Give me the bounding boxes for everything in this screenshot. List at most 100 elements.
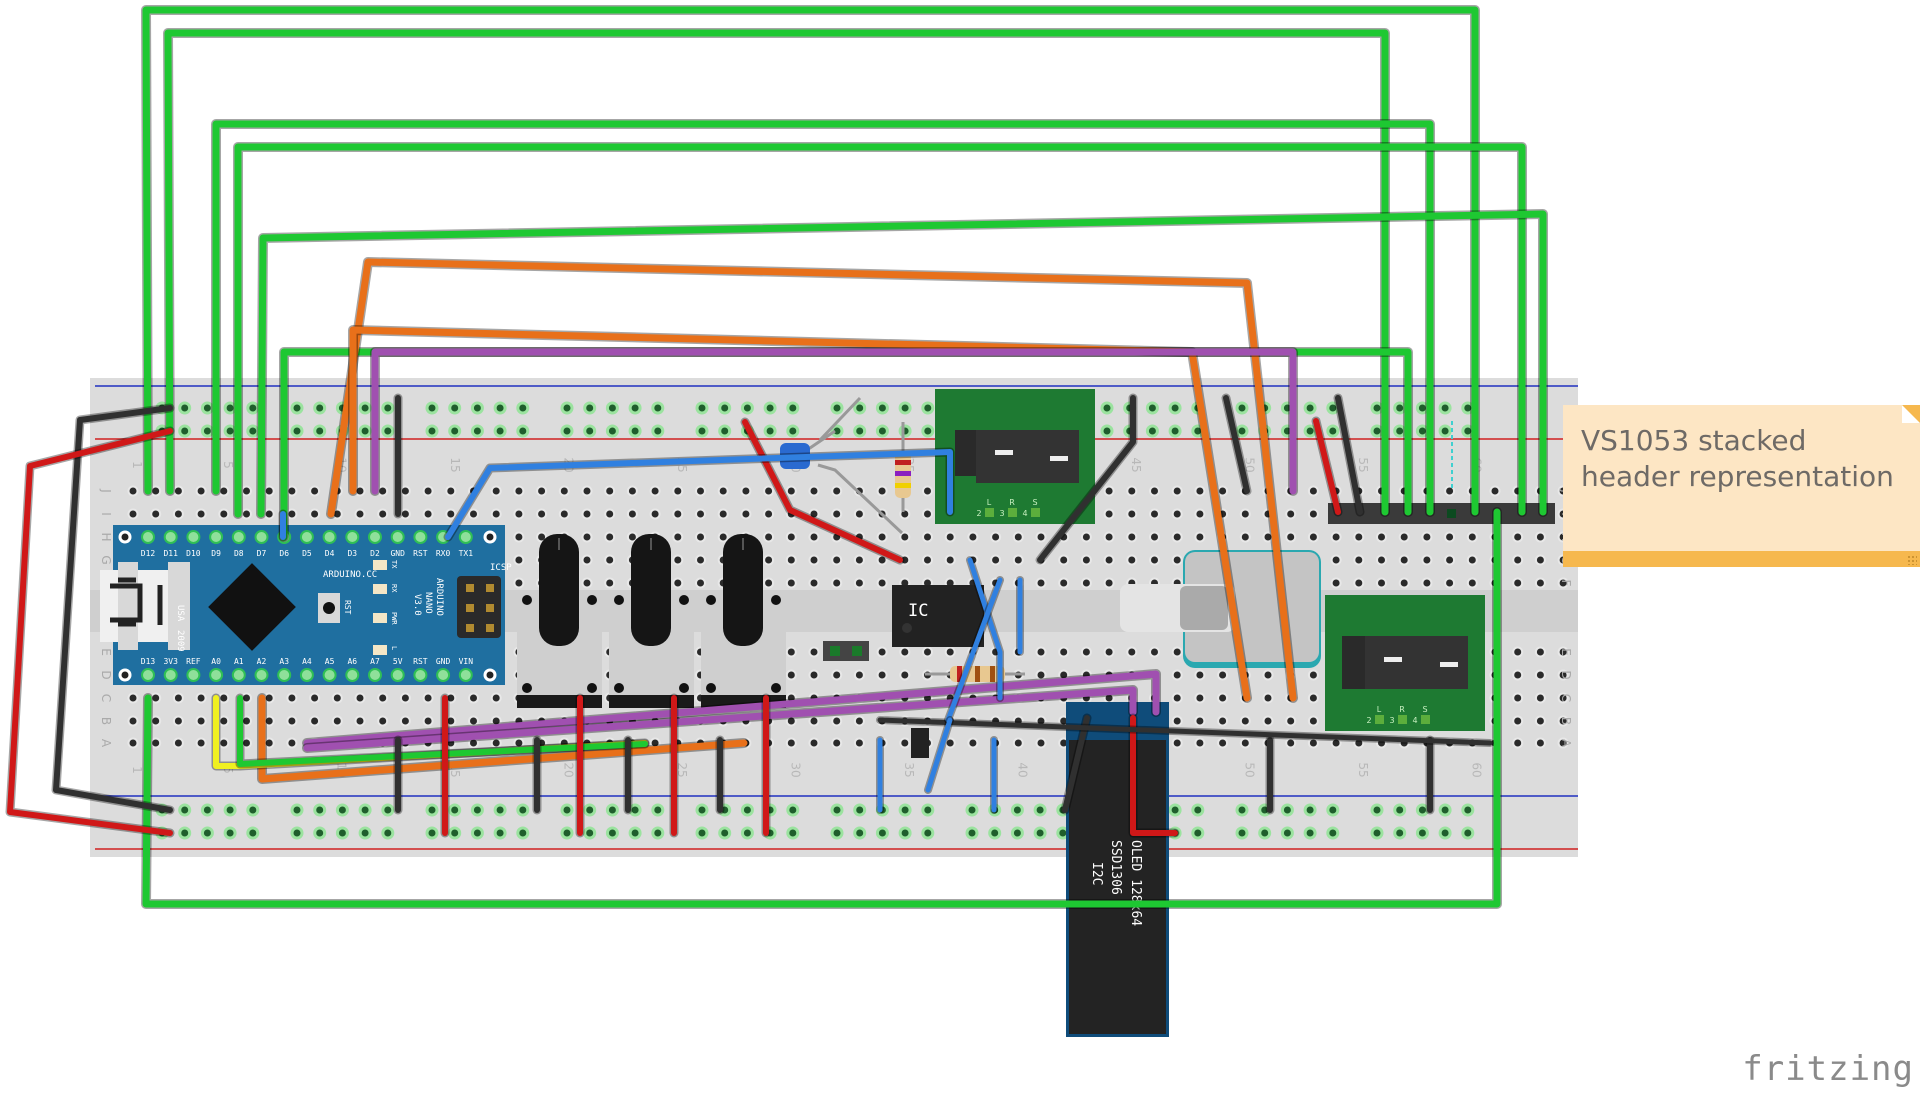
rail-hole — [1145, 424, 1159, 438]
breadboard-hole — [604, 577, 616, 589]
jack-pin-pad — [985, 508, 994, 517]
breadboard-hole — [1171, 715, 1183, 727]
rail-hole — [1415, 826, 1429, 840]
jack-pin-label: R — [1009, 498, 1015, 507]
breadboard-hole — [286, 737, 298, 749]
reset-button[interactable] — [323, 602, 335, 614]
breadboard-hole — [1171, 485, 1183, 497]
usb-icon — [110, 577, 163, 627]
breadboard-hole — [399, 715, 411, 727]
wire-green — [257, 210, 1547, 518]
breadboard-hole — [1557, 577, 1569, 589]
wire-green — [212, 120, 1434, 516]
rail-hole — [560, 826, 574, 840]
wires — [5, 5, 1548, 909]
breadboard-hole — [1557, 669, 1569, 681]
arduino-pin — [458, 668, 473, 682]
rail-hole — [1438, 401, 1452, 415]
rail-hole — [313, 803, 327, 817]
oled-screen — [1069, 740, 1166, 1034]
row-letter: B — [99, 717, 113, 725]
arduino-site-label: ARDUINO.CC — [323, 570, 377, 580]
rail-hole — [830, 803, 844, 817]
breadboard-hole — [309, 692, 321, 704]
column-label: 50 — [1242, 457, 1256, 472]
wire-green — [234, 143, 1526, 518]
breadboard-hole — [1217, 737, 1229, 749]
rail-hole — [493, 803, 507, 817]
breadboard-hole — [1398, 577, 1410, 589]
breadboard-hole — [763, 485, 775, 497]
rail-hole — [358, 401, 372, 415]
breadboard-hole — [1217, 715, 1229, 727]
breadboard-hole — [831, 508, 843, 520]
breadboard-hole — [1285, 531, 1297, 543]
breadboard-hole — [422, 715, 434, 727]
pin-header-2 — [823, 641, 869, 661]
column-label: 5 — [221, 461, 235, 469]
breadboard-hole — [536, 508, 548, 520]
note-resize-grip[interactable] — [1907, 555, 1917, 565]
nano-name-line1: ARDUINO — [434, 578, 444, 616]
pin-label: D4 — [325, 549, 335, 558]
breadboard-hole — [331, 715, 343, 727]
breadboard-hole — [536, 485, 548, 497]
rail-hole — [200, 826, 214, 840]
wire-orange — [349, 326, 1251, 702]
breadboard-hole — [1285, 508, 1297, 520]
pot-knob — [631, 534, 671, 646]
breadboard-hole — [1171, 737, 1183, 749]
breadboard-hole — [831, 737, 843, 749]
breadboard-hole — [1444, 485, 1456, 497]
rail-hole — [358, 803, 372, 817]
wire-black — [1037, 395, 1136, 563]
rail-hole — [740, 401, 754, 415]
rail-hole — [516, 401, 530, 415]
led-l — [373, 645, 387, 655]
breadboard-hole — [1080, 646, 1092, 658]
led-label-tx: TX — [390, 560, 398, 569]
rail-hole — [381, 424, 395, 438]
microcontroller-chip — [208, 563, 296, 651]
resistor-1[interactable] — [895, 422, 911, 512]
rail-hole — [448, 424, 462, 438]
ic-chip[interactable]: IC — [892, 585, 984, 647]
rail-hole — [313, 424, 327, 438]
breadboard-hole — [218, 508, 230, 520]
breadboard-hole — [740, 485, 752, 497]
pin — [830, 646, 840, 656]
pin-label: A0 — [211, 657, 221, 666]
breadboard-hole — [172, 485, 184, 497]
breadboard-hole — [422, 692, 434, 704]
arduino-pin — [163, 668, 178, 682]
breadboard-hole — [695, 554, 706, 566]
oled-display[interactable]: OLED 128x64 SSD1306 I2C — [1066, 702, 1169, 1037]
pin-label: A1 — [234, 657, 244, 666]
column-label: 30 — [788, 762, 802, 777]
note-text[interactable]: VS1053 stacked header representation — [1581, 424, 1894, 493]
transistor[interactable] — [911, 728, 929, 758]
rail-hole — [763, 424, 777, 438]
rail-hole — [425, 826, 439, 840]
ic-notch — [902, 623, 912, 633]
breadboard-hole — [513, 577, 525, 589]
rail-hole — [988, 826, 1002, 840]
breadboard-hole — [127, 715, 139, 727]
breadboard-hole — [1307, 485, 1319, 497]
breadboard-hole — [1444, 577, 1456, 589]
pot-screw — [522, 595, 532, 605]
rail-hole — [1393, 826, 1407, 840]
arduino-pin — [436, 668, 451, 682]
nano-name-line2: NANO — [423, 592, 433, 614]
rail-hole — [695, 424, 709, 438]
sticky-note[interactable]: VS1053 stacked header representation — [1563, 405, 1920, 567]
breadboard-hole — [1194, 485, 1206, 497]
rail-hole — [763, 401, 777, 415]
rail-hole — [223, 803, 237, 817]
breadboard-hole — [1171, 508, 1183, 520]
row-letter: D — [1559, 670, 1573, 679]
